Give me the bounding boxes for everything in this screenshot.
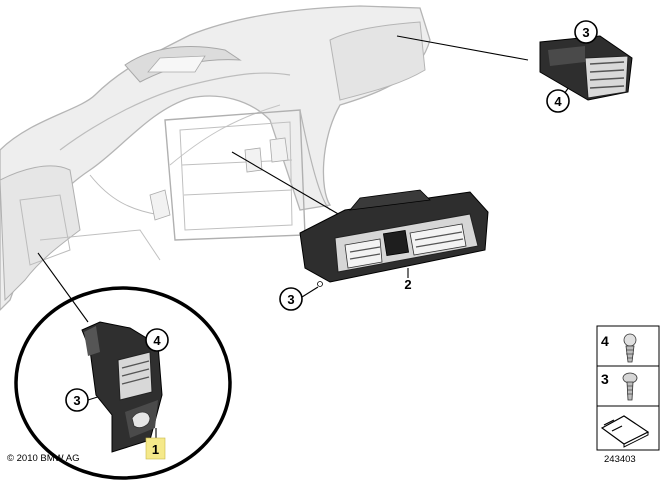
callout-2[interactable]: 2: [404, 277, 411, 292]
dashboard-carrier: [0, 5, 431, 311]
copyright-text: © 2010 BMW AG: [7, 453, 79, 464]
callout-3-right-label: 3: [582, 25, 589, 40]
leader-center-vent: [231, 151, 341, 216]
callout-1[interactable]: 1: [145, 437, 166, 460]
leader-right-vent: [396, 35, 529, 61]
leader-left-vent: [37, 252, 89, 323]
callout-4-right[interactable]: 4: [546, 89, 570, 113]
callout-3-right[interactable]: 3: [574, 20, 598, 44]
legend-row-removal[interactable]: [600, 415, 650, 448]
legend-row-4[interactable]: 4: [601, 333, 637, 363]
callout-1-label: 1: [152, 442, 159, 457]
part-removal-arrow-icon: [600, 415, 650, 448]
leader-lines: [37, 35, 613, 438]
callout-4-left[interactable]: 4: [145, 328, 169, 352]
left-air-vent: [81, 321, 163, 453]
callout-3-left[interactable]: 3: [65, 388, 89, 412]
highlight-ellipse: [14, 286, 232, 480]
legend-row-3[interactable]: 3: [601, 371, 638, 401]
callout-3-center[interactable]: 3: [279, 287, 303, 311]
leader-callout-3-center: [301, 286, 319, 298]
screw-icon: [622, 372, 638, 401]
fastener-legend: 4 3: [596, 325, 660, 451]
callout-3-center-label: 3: [287, 292, 294, 307]
clip-screw-icon: [623, 333, 637, 363]
legend-row-3-label: 3: [601, 371, 609, 387]
right-air-vent: [539, 35, 633, 101]
drawing-number: 243403: [604, 454, 636, 465]
legend-row-4-label: 4: [601, 333, 609, 349]
callout-3-left-label: 3: [73, 393, 80, 408]
callout-2-label: 2: [404, 277, 411, 292]
center-air-vent: [299, 189, 489, 287]
callout-4-left-label: 4: [153, 333, 161, 348]
callout-4-right-label: 4: [554, 94, 562, 109]
